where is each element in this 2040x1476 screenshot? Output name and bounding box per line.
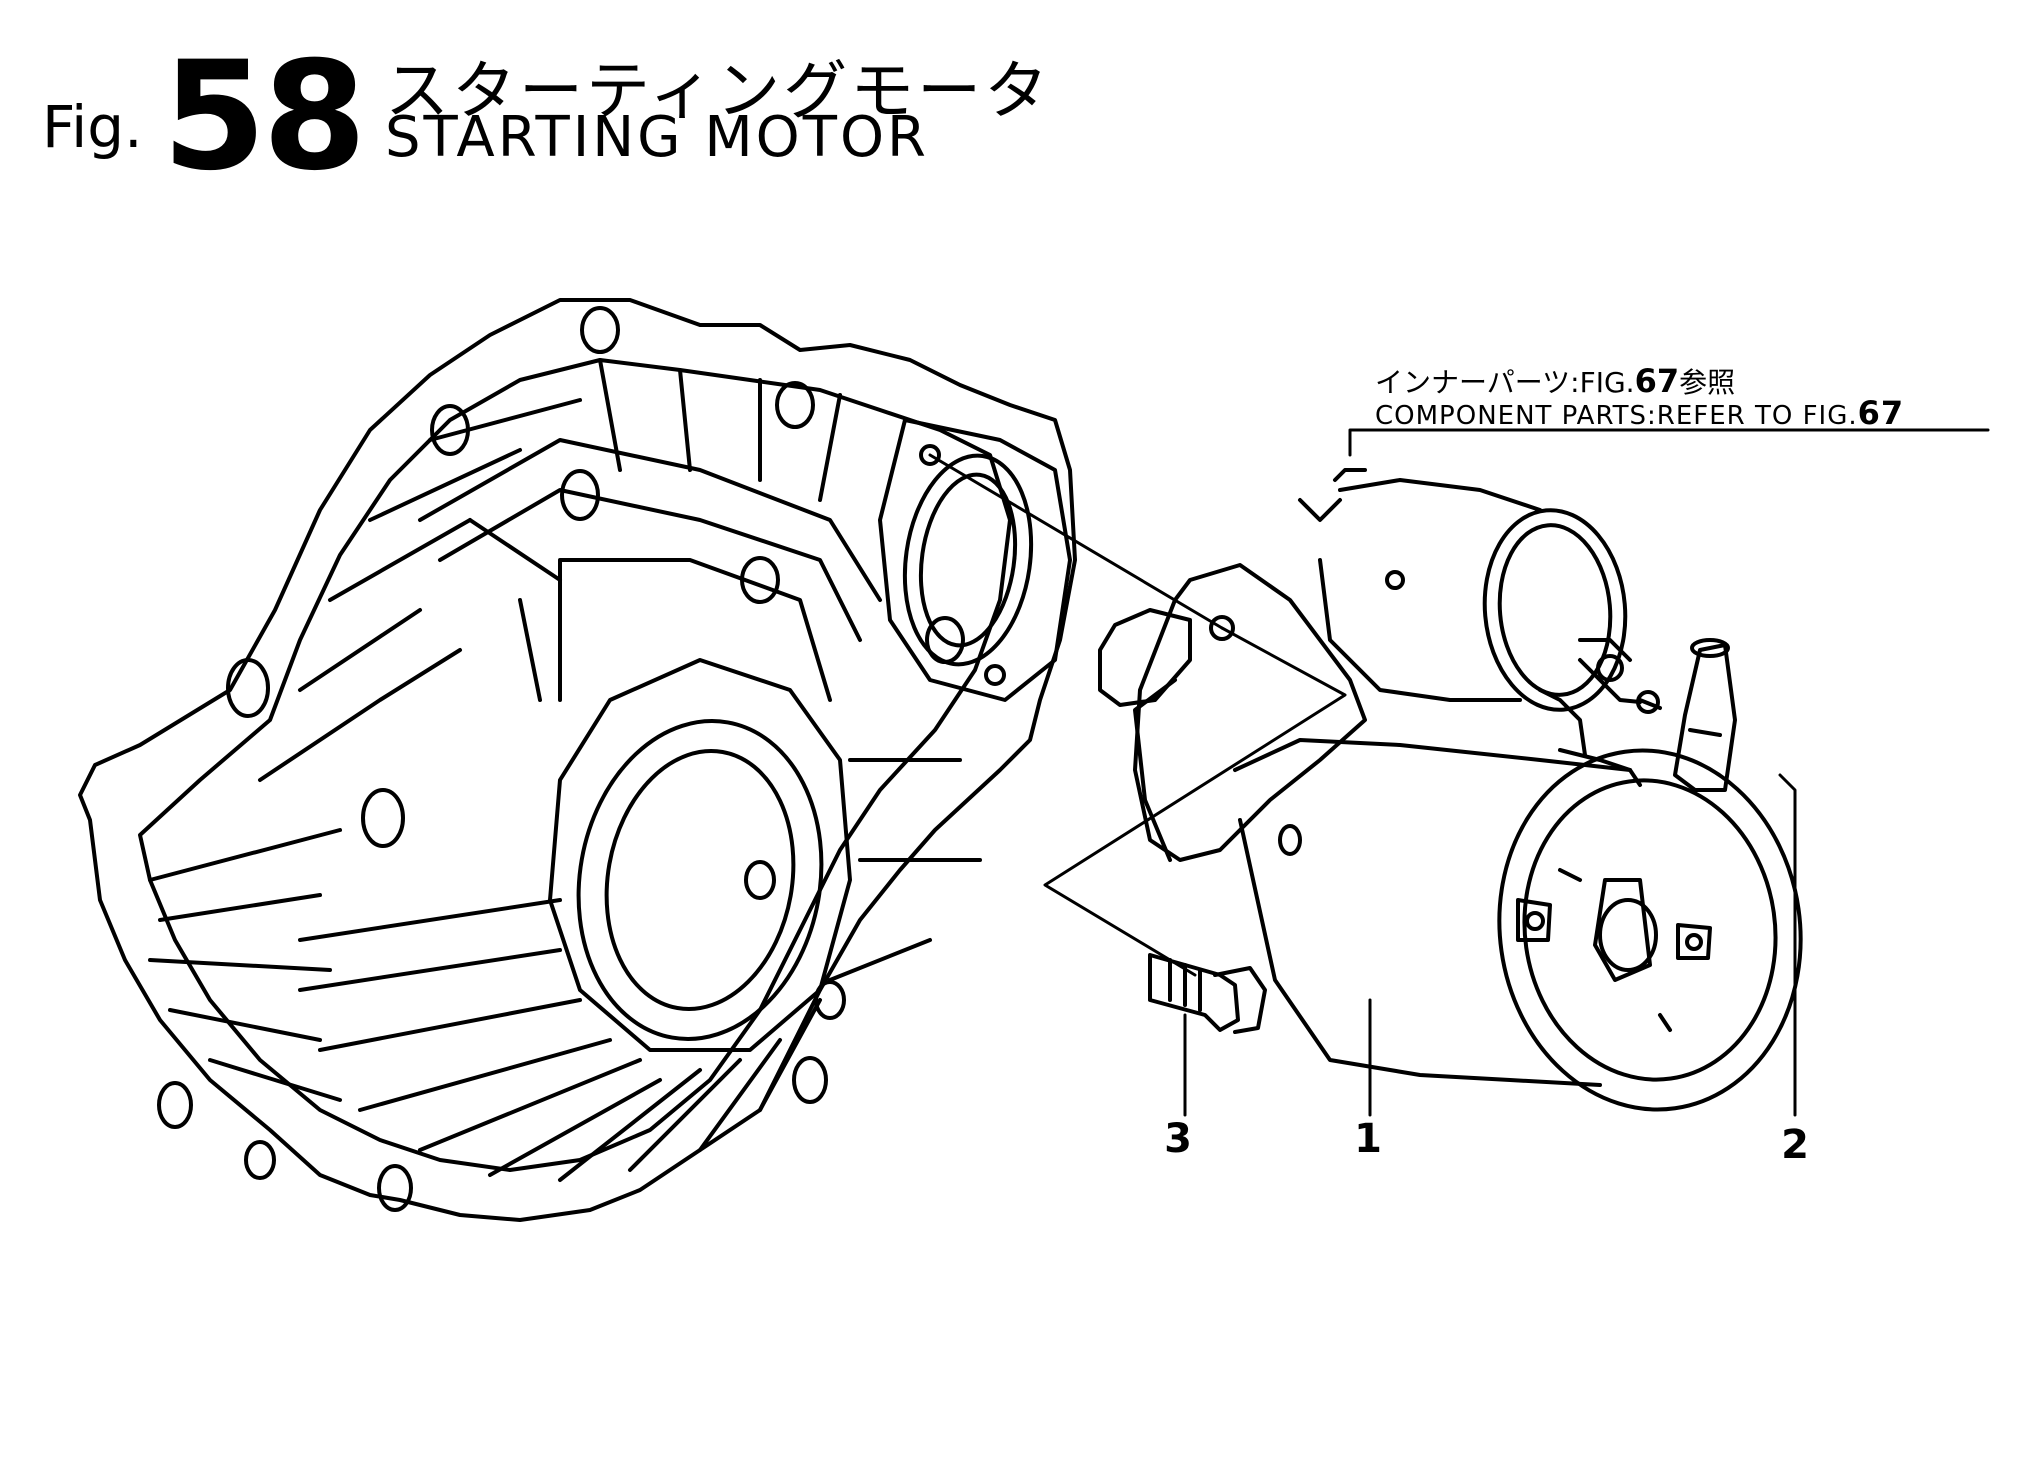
leader-lines bbox=[928, 428, 1990, 1117]
note-line1-prefix: インナーパーツ:FIG. bbox=[1375, 366, 1635, 399]
figure-title-english: STARTING MOTOR bbox=[385, 105, 929, 170]
starting-motor bbox=[1098, 468, 1803, 1112]
component-note: インナーパーツ:FIG.67参照 COMPONENT PARTS:REFER T… bbox=[1375, 362, 1904, 432]
callout-1: 1 bbox=[1354, 1116, 1382, 1162]
figure-prefix: Fig. bbox=[42, 93, 143, 161]
flywheel-housing bbox=[78, 298, 1077, 1222]
figure-number: 58 bbox=[162, 30, 367, 204]
svg-text:COMPONENT PARTS:REFER TO FIG.6: COMPONENT PARTS:REFER TO FIG.67 bbox=[1375, 394, 1904, 432]
terminal-cap bbox=[1673, 638, 1737, 792]
note-line1-suffix: 参照 bbox=[1679, 366, 1735, 399]
note-line2-prefix: COMPONENT PARTS:REFER TO FIG. bbox=[1375, 401, 1858, 431]
note-line1-figure-ref: 67 bbox=[1635, 362, 1680, 400]
bolt bbox=[1148, 953, 1267, 1034]
callout-3: 3 bbox=[1164, 1116, 1192, 1162]
svg-text:インナーパーツ:FIG.67参照: インナーパーツ:FIG.67参照 bbox=[1375, 362, 1735, 400]
note-line2-figure-ref: 67 bbox=[1858, 394, 1905, 432]
callout-2: 2 bbox=[1781, 1122, 1809, 1168]
figure-title-japanese: スターティングモータ bbox=[385, 55, 1052, 129]
